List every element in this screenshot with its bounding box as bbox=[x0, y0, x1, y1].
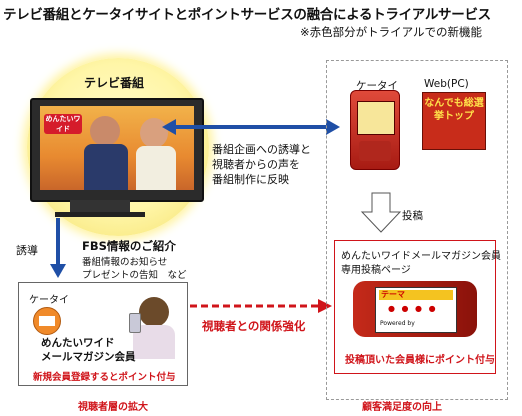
member-box: ケータイ めんたいワイド メールマガジン会員 新規会員登録するとポイント付与 bbox=[18, 282, 188, 386]
member-line1: めんたいワイド bbox=[41, 337, 115, 349]
relation-arrow-head bbox=[318, 299, 332, 313]
phone-theme-bar: テーマ bbox=[379, 290, 453, 300]
right-keitai-label: ケータイ bbox=[356, 80, 398, 92]
center-text-line3: 番組制作に反映 bbox=[212, 173, 289, 186]
arrow-head-left bbox=[162, 119, 176, 135]
tv-base bbox=[55, 212, 145, 217]
tv-screen: めんたいワイド bbox=[40, 106, 194, 190]
tv-screen-logo: めんたいワイド bbox=[44, 114, 82, 134]
presenter-female bbox=[140, 118, 168, 148]
post-arrow bbox=[360, 192, 402, 233]
woman-head bbox=[139, 297, 169, 327]
woman-phone bbox=[129, 313, 141, 333]
new-feature-note: ※赤色部分がトライアルでの新機能 bbox=[300, 25, 483, 39]
post-point-note: 投稿頂いた会員様にポイント付与 bbox=[345, 355, 495, 366]
fbs-title: FBS情報のご紹介 bbox=[82, 239, 176, 253]
phone-screen-icons: ● ● ● ● bbox=[388, 304, 438, 313]
post-page-box: めんたいワイドメールマガジン会員 専用投稿ページ テーマ ● ● ● ● Pow… bbox=[334, 240, 501, 374]
page-title: テレビ番組とケータイサイトとポイントサービスの融合によるトライアルサービス bbox=[3, 7, 491, 23]
register-point-note: 新規会員登録するとポイント付与 bbox=[33, 372, 176, 383]
customer-satisfaction-label: 顧客満足度の向上 bbox=[362, 402, 442, 413]
tv-stand bbox=[70, 200, 130, 214]
mail-envelope bbox=[39, 316, 55, 326]
phone-keypad bbox=[359, 141, 391, 161]
presenter-male-body bbox=[84, 144, 128, 190]
yudo-label: 誘導 bbox=[16, 244, 38, 257]
mail-icon bbox=[33, 307, 61, 335]
phone-horizontal-screen: テーマ ● ● ● ● Powered by bbox=[375, 287, 457, 333]
post-page-title2: 専用投稿ページ bbox=[341, 265, 411, 276]
center-text: 番組企画への誘導と 視聴者からの声を 番組制作に反映 bbox=[212, 142, 311, 187]
arrow-head-right bbox=[326, 119, 340, 135]
right-web-label: Web(PC) bbox=[424, 78, 469, 90]
tv-set: めんたいワイド bbox=[30, 98, 204, 202]
right-dashed-frame bbox=[326, 60, 508, 400]
post-page-title1: めんたいワイドメールマガジン会員 bbox=[341, 251, 501, 262]
post-label: 投稿 bbox=[402, 210, 423, 222]
arrow-head-down bbox=[50, 264, 66, 278]
center-text-line1: 番組企画への誘導と bbox=[212, 143, 311, 156]
member-line2: メールマガジン会員 bbox=[41, 351, 136, 363]
viewer-expansion-label: 視聴者層の拡大 bbox=[78, 402, 148, 413]
center-text-line2: 視聴者からの声を bbox=[212, 158, 300, 171]
presenter-male bbox=[90, 116, 120, 146]
phone-horizontal: テーマ ● ● ● ● Powered by bbox=[353, 281, 477, 337]
phone-powered-by: Powered by bbox=[380, 320, 415, 327]
relation-label: 視聴者との関係強化 bbox=[202, 319, 306, 333]
presenter-female-body bbox=[136, 146, 176, 190]
member-box-keitai: ケータイ bbox=[29, 295, 69, 306]
tv-program-label: テレビ番組 bbox=[84, 76, 145, 90]
fbs-item2: プレゼントの告知 など bbox=[82, 270, 187, 281]
phone-image bbox=[350, 90, 400, 170]
web-banner: なんでも総選挙トップ bbox=[422, 92, 486, 150]
phone-screen bbox=[357, 101, 395, 135]
fbs-item1: 番組情報のお知らせ bbox=[82, 257, 168, 268]
